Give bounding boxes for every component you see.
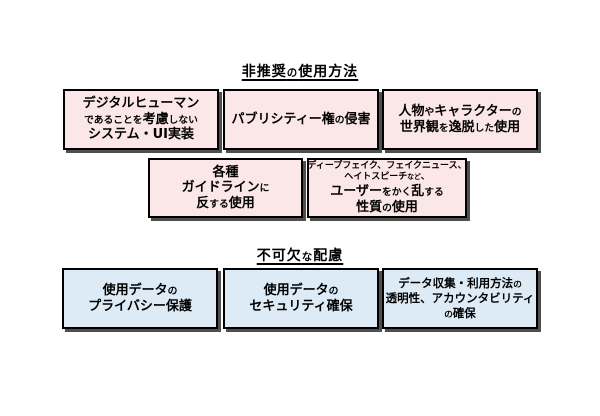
box-text-line: セキュリティ確保 <box>249 298 353 314</box>
box-character-worldview-deviation: 人物やキャラクターの 世界観を逸脱した使用 <box>382 89 538 150</box>
box-text-line: システム・UI実装 <box>87 127 194 143</box>
box-text-line: 反する使用 <box>196 195 255 211</box>
box-text-line: プライバシー保護 <box>88 298 192 314</box>
box-text-line: であることを考慮しない <box>84 111 198 127</box>
box-text-line: 使用データの <box>263 282 339 298</box>
box-text-line: 透明性、アカウンタビリティ <box>385 291 535 306</box>
box-text-line: パブリシティー権の侵害 <box>231 111 371 127</box>
box-text-line: 人物やキャラクターの <box>398 103 522 119</box>
box-data-security: 使用データの セキュリティ確保 <box>223 268 379 329</box>
box-text-line: 使用データの <box>102 282 178 298</box>
box-text-line: 各種 <box>212 164 239 180</box>
box-text-line: ディープフェイク、フェイクニュース、 <box>307 160 467 171</box>
box-text-line: 世界観を逸脱した使用 <box>399 119 521 135</box>
section-title-essential-considerations: 不可欠な配慮 <box>256 248 344 264</box>
box-guideline-violating-usage: 各種 ガイドラインに 反する使用 <box>148 158 303 218</box>
box-text-line: デジタルヒューマン <box>82 96 200 112</box>
box-privacy-protection: 使用データの プライバシー保護 <box>62 268 218 329</box>
box-text-line: データ収集・利用方法の <box>398 275 522 290</box>
box-publicity-rights-violation: パブリシティー権の侵害 <box>223 89 379 150</box>
box-text-line: ガイドラインに <box>181 180 270 196</box>
box-text-line: ヘイトスピーチなど、 <box>344 172 430 183</box>
box-digital-human-system-ui: デジタルヒューマン であることを考慮しない システム・UI実装 <box>63 89 219 150</box>
box-text-line: ユーザーをかく乱する <box>330 184 444 200</box>
box-text-line: の確保 <box>444 305 476 320</box>
box-transparency-accountability: データ収集・利用方法の 透明性、アカウンタビリティ の確保 <box>382 268 538 329</box>
box-user-confusing-content: ディープフェイク、フェイクニュース、 ヘイトスピーチなど、 ユーザーをかく乱する… <box>307 158 467 218</box>
box-text-line: 性質の使用 <box>356 199 418 215</box>
section-title-deprecated-usage: 非推奨の使用方法 <box>241 64 359 80</box>
